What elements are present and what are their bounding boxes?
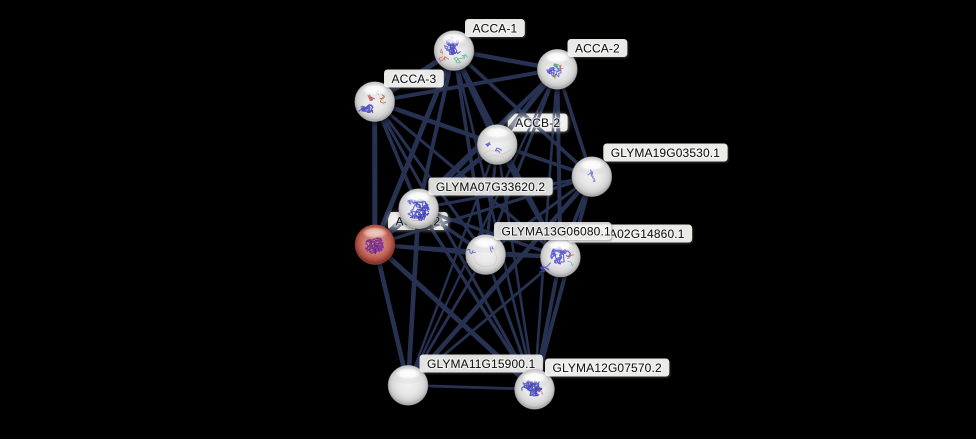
svg-text:ACCA-2: ACCA-2: [575, 41, 620, 55]
svg-text:GLYMA19G03530.1: GLYMA19G03530.1: [611, 146, 720, 160]
svg-text:GLYMA13G06080.1: GLYMA13G06080.1: [502, 224, 611, 238]
svg-text:ACCA-3: ACCA-3: [392, 72, 437, 86]
svg-text:GLYMA12G07570.2: GLYMA12G07570.2: [553, 361, 662, 375]
svg-text:GLYMA07G33620.2: GLYMA07G33620.2: [436, 180, 545, 194]
svg-text:GLYMA11G15900.1: GLYMA11G15900.1: [427, 357, 536, 371]
svg-text:ACCB-2: ACCB-2: [515, 116, 560, 130]
svg-text:ACCA-1: ACCA-1: [473, 21, 518, 35]
